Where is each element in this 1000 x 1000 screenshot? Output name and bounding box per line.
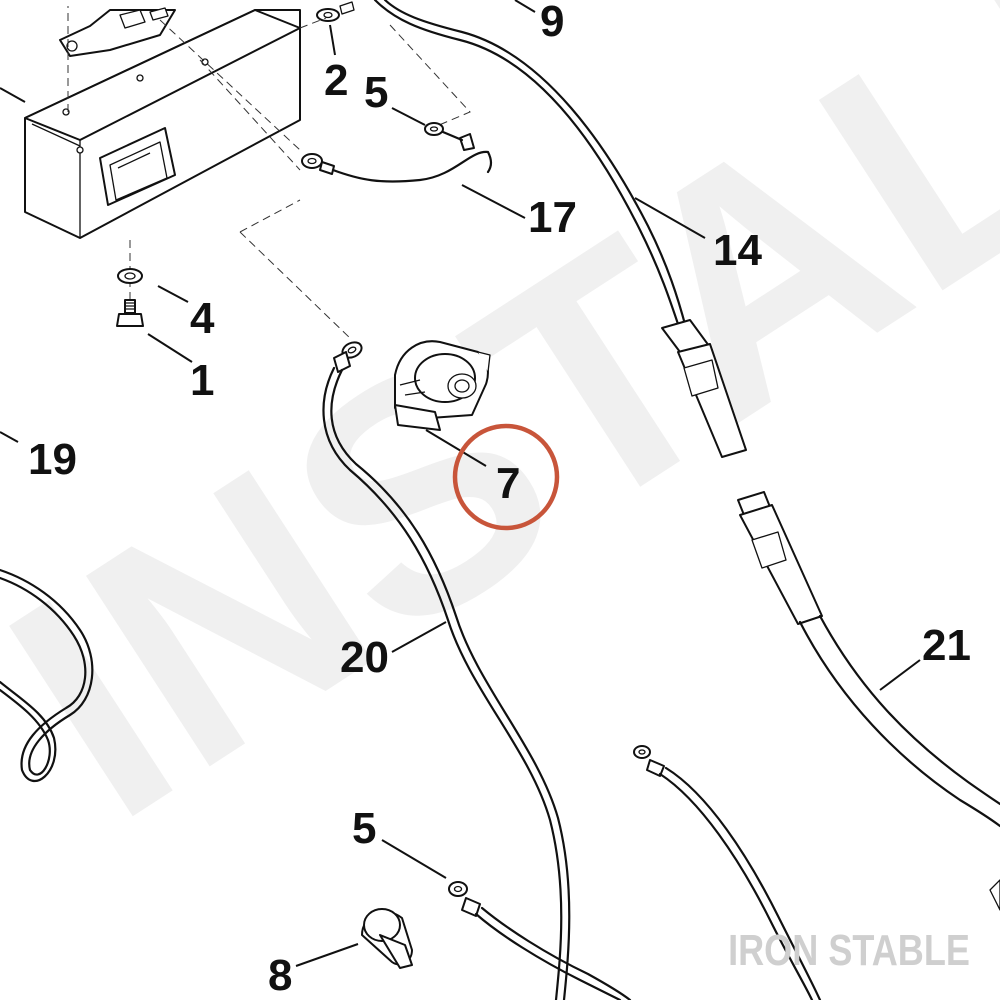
- leader-7: [425, 429, 487, 467]
- leader-4: [157, 285, 189, 303]
- cable-part-14: [373, 0, 747, 458]
- leader-control-box: [0, 87, 26, 103]
- dash-line: [159, 19, 301, 151]
- leader-8: [295, 943, 359, 967]
- bolt-part-1: [116, 299, 144, 327]
- leader-9: [514, 0, 536, 13]
- leader-19: [0, 431, 19, 443]
- label-part-9[interactable]: 9: [540, 0, 564, 46]
- label-part-2[interactable]: 2: [324, 56, 348, 105]
- label-part-1[interactable]: 1: [190, 356, 214, 405]
- ground-strap-part-17: [301, 122, 493, 183]
- label-part-5-upper[interactable]: 5: [364, 68, 388, 117]
- leader-14: [634, 197, 706, 239]
- leader-17: [461, 184, 526, 219]
- washer-part-2: [316, 1, 355, 22]
- label-part-19[interactable]: 19: [28, 435, 77, 484]
- brand-watermark: IRON STABLE: [728, 926, 970, 975]
- control-box: [24, 7, 301, 239]
- wire-part-19: [0, 568, 94, 783]
- label-part-8[interactable]: 8: [268, 951, 292, 1000]
- cable-part-21: [737, 491, 1000, 828]
- wire-part-5-lower: [448, 881, 632, 1000]
- dash-line: [239, 231, 353, 341]
- label-part-7[interactable]: 7: [496, 459, 520, 508]
- leader-5a: [391, 107, 426, 126]
- highlight-circle: [452, 423, 560, 531]
- label-part-4[interactable]: 4: [190, 294, 215, 343]
- offscreen-part: [989, 879, 1000, 911]
- label-part-17[interactable]: 17: [528, 193, 577, 242]
- label-part-20[interactable]: 20: [340, 633, 389, 682]
- dash-line: [199, 59, 301, 171]
- washer-part-4: [117, 268, 143, 284]
- label-part-21[interactable]: 21: [922, 621, 971, 670]
- dash-line: [299, 17, 327, 29]
- dash-line: [389, 24, 471, 129]
- wire-lower-center: [633, 745, 822, 1000]
- cap-part-8: [361, 908, 413, 969]
- cable-part-20: [322, 341, 571, 1000]
- leader-20: [391, 621, 447, 653]
- leader-2: [329, 24, 336, 56]
- leader-5b: [381, 839, 447, 879]
- label-part-14[interactable]: 14: [713, 226, 762, 275]
- dash-line: [239, 199, 301, 233]
- label-part-5-lower[interactable]: 5: [352, 804, 376, 853]
- leader-21: [879, 659, 921, 691]
- horn-part-7: [394, 340, 491, 431]
- leader-1: [147, 333, 193, 363]
